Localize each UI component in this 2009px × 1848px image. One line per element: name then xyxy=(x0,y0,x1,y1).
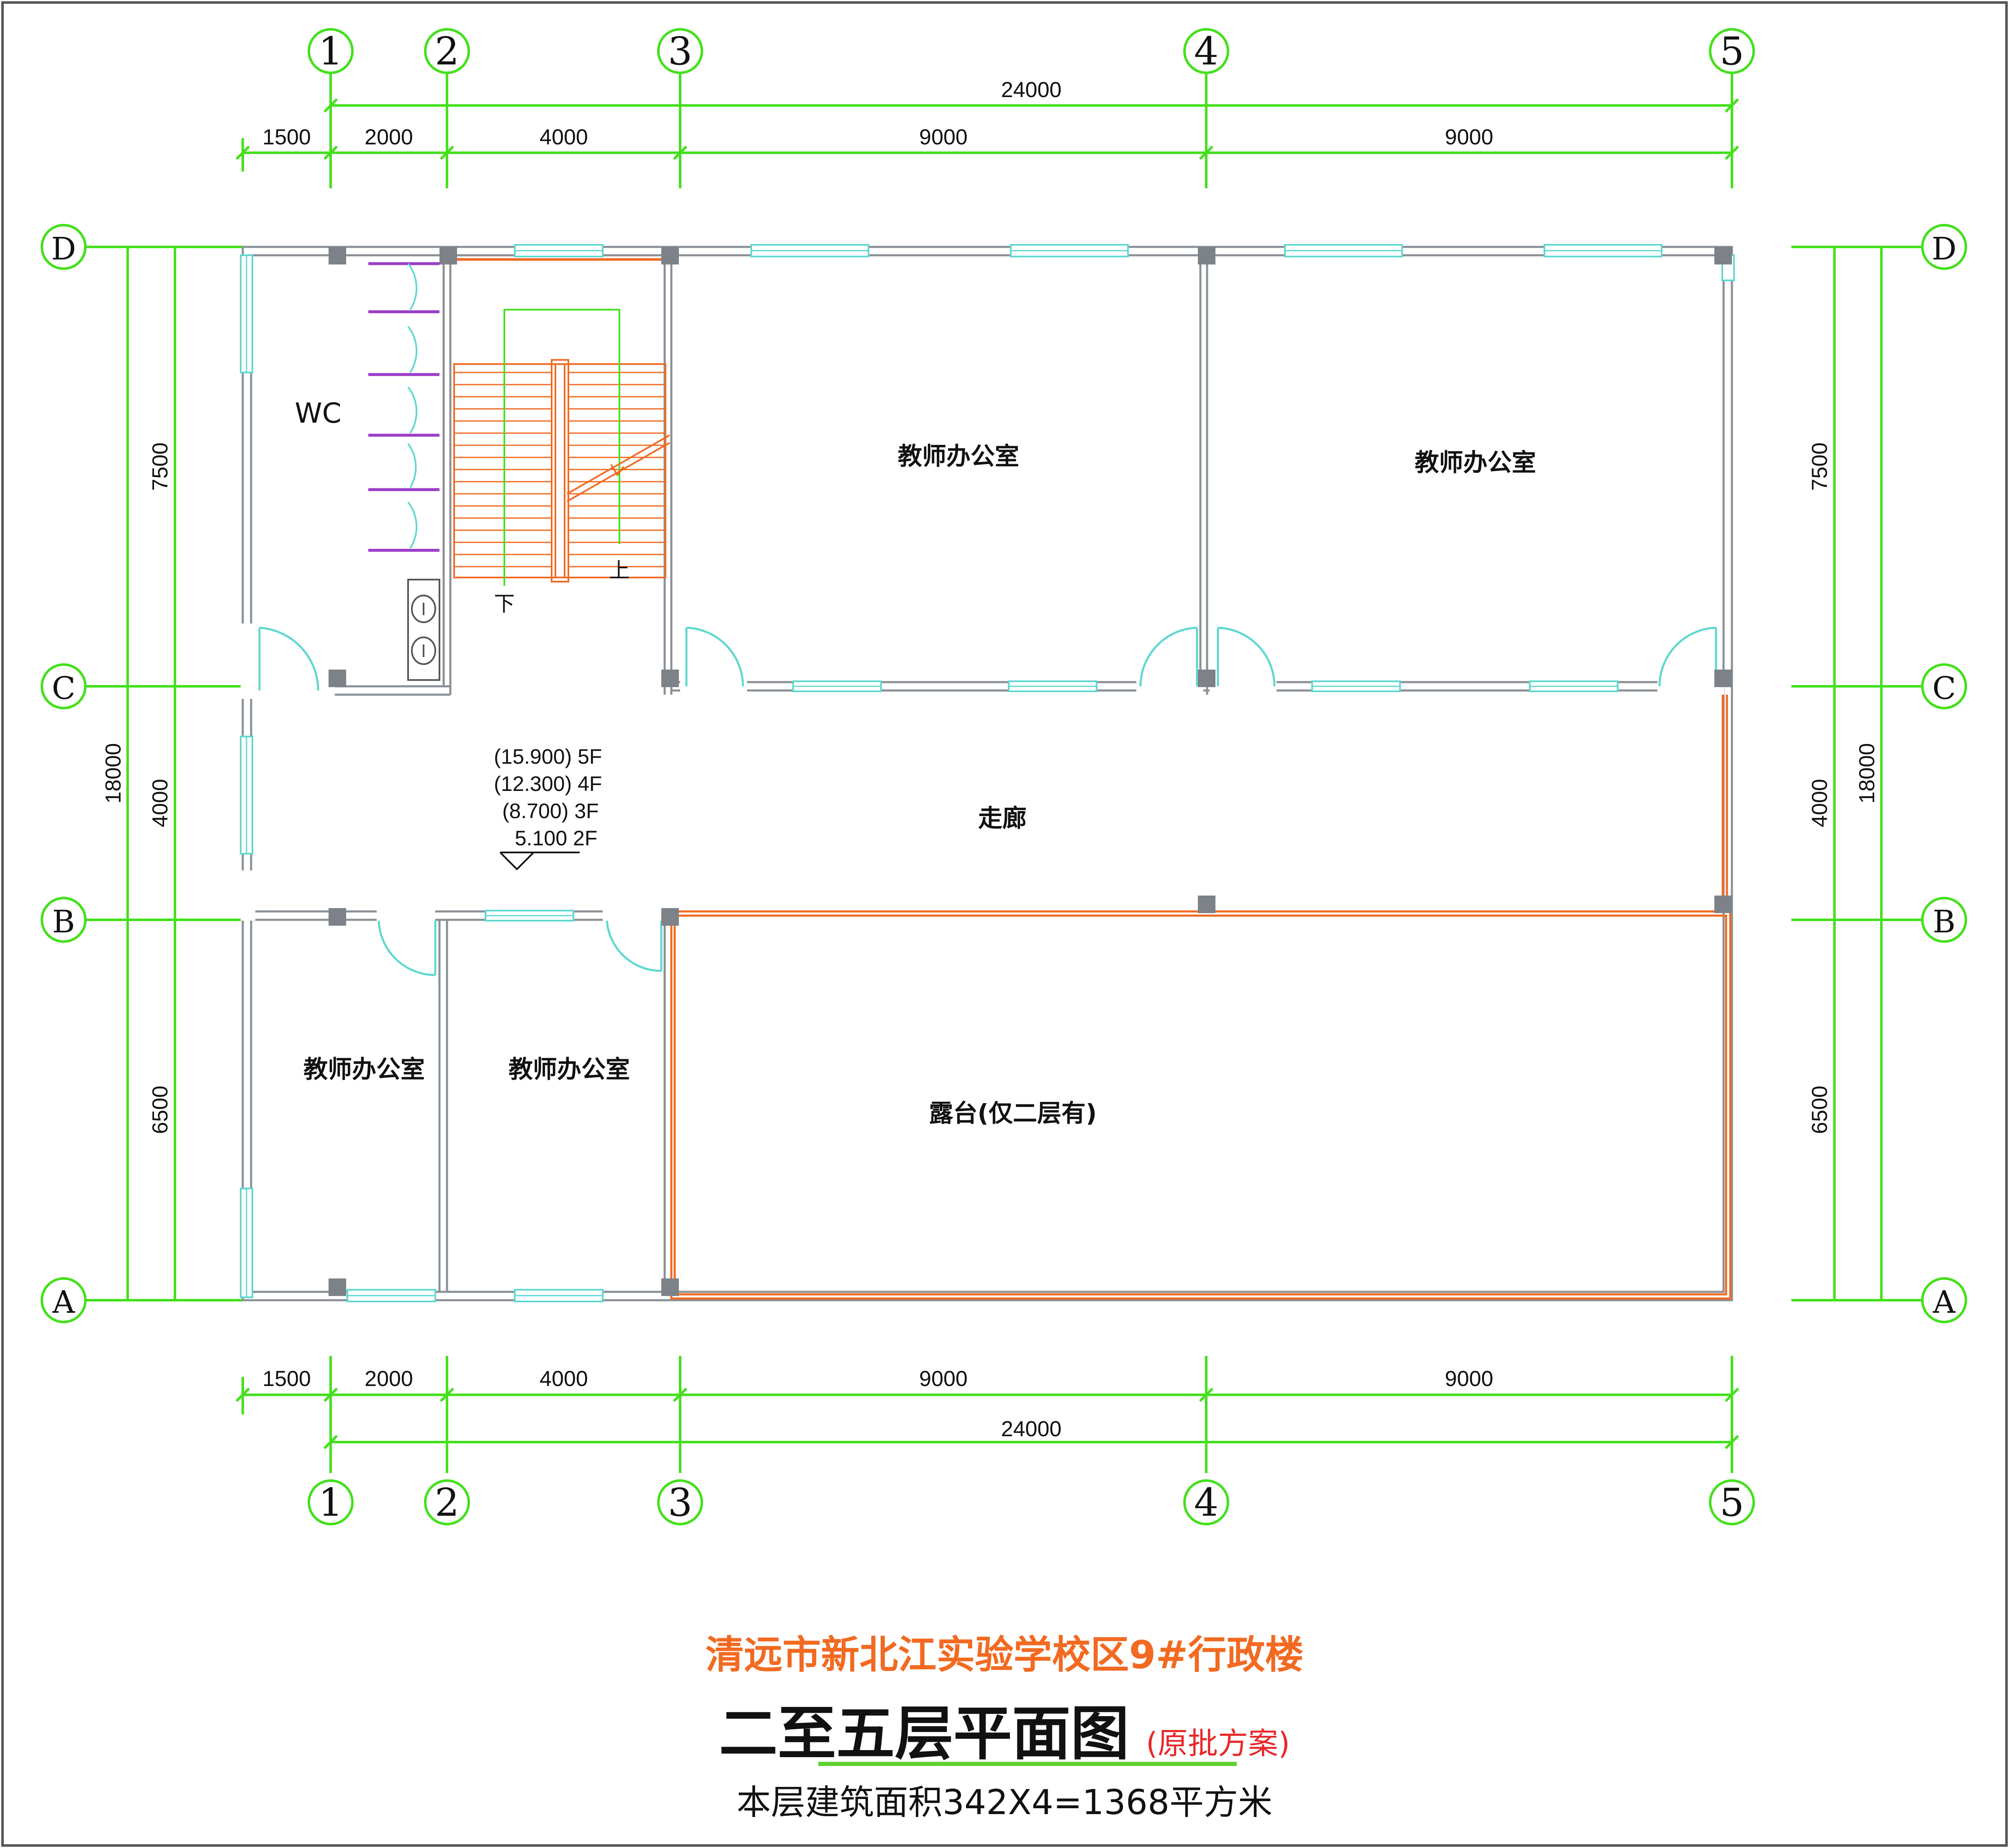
window-mullions xyxy=(246,250,1662,1297)
axis-label-B-left: B xyxy=(52,904,75,940)
dim-bottom-1: 1500 xyxy=(262,1367,311,1391)
dim-top-5: 9000 xyxy=(1445,125,1493,149)
dim-top-3: 4000 xyxy=(540,125,588,149)
axis-label-C-right: C xyxy=(1932,670,1956,706)
level-5f: (15.900) 5F xyxy=(494,745,602,768)
stair-up-label: 上 xyxy=(609,559,630,582)
room-label-wc: WC xyxy=(295,397,341,429)
axis-label-5-top: 5 xyxy=(1720,29,1744,74)
terrace-rail xyxy=(670,695,1732,1300)
level-3f: (8.700) 3F xyxy=(502,799,599,823)
project-title: 清远市新北江实验学校区9#行政楼 xyxy=(705,1632,1304,1677)
room-label-office-bottom-2: 教师办公室 xyxy=(509,1055,630,1083)
dim-left-total: 18000 xyxy=(101,743,126,804)
title-underline xyxy=(818,1762,1237,1766)
room-label-office-top-left: 教师办公室 xyxy=(898,442,1019,470)
dimension-ticks xyxy=(235,98,1739,1450)
drawing-title-text: 二至五层平面图 xyxy=(719,1700,1129,1768)
axis-label-2-top: 2 xyxy=(435,29,460,74)
room-label-terrace: 露台(仅二层有) xyxy=(929,1099,1097,1127)
axis-label-B-right: B xyxy=(1933,904,1955,940)
dim-bottom-4: 9000 xyxy=(919,1367,968,1391)
stair-arrows xyxy=(504,309,620,586)
axis-label-4-top: 4 xyxy=(1194,29,1219,74)
dim-bottom-total: 24000 xyxy=(1001,1417,1062,1441)
stair-break-mark xyxy=(610,464,624,477)
dim-left-2: 4000 xyxy=(148,779,172,827)
room-label-office-bottom-1: 教师办公室 xyxy=(303,1055,425,1083)
stair xyxy=(450,258,666,583)
door-swings xyxy=(258,626,1717,976)
level-marks: (15.900) 5F (12.300) 4F (8.700) 3F 5.100… xyxy=(494,745,602,870)
axis-label-A-right: A xyxy=(1932,1284,1956,1320)
wc-sinks xyxy=(407,579,440,681)
dim-top-1: 1500 xyxy=(262,125,311,149)
dim-right-3: 6500 xyxy=(1808,1086,1832,1134)
dim-left-1: 7500 xyxy=(148,442,172,491)
axis-label-3-bottom: 3 xyxy=(668,1480,693,1525)
axis-label-5-bottom: 5 xyxy=(1720,1480,1744,1525)
dim-right-total: 18000 xyxy=(1855,743,1879,804)
room-label-office-top-right: 教师办公室 xyxy=(1415,448,1536,477)
axis-label-1-bottom: 1 xyxy=(319,1480,343,1525)
axis-label-D-right: D xyxy=(1932,231,1956,267)
walls xyxy=(241,246,1733,1301)
structural-columns xyxy=(329,247,1732,1296)
axis-label-3-top: 3 xyxy=(668,29,693,74)
axis-label-2-bottom: 2 xyxy=(435,1480,460,1525)
dim-top-total: 24000 xyxy=(1001,78,1062,102)
axis-label-A-left: A xyxy=(52,1284,75,1320)
level-4f: (12.300) 4F xyxy=(494,772,602,796)
dim-top-4: 9000 xyxy=(919,125,968,149)
room-label-corridor: 走廊 xyxy=(978,804,1027,832)
dim-top-2: 2000 xyxy=(365,125,413,149)
dim-bottom-2: 2000 xyxy=(365,1367,413,1391)
axis-bubbles xyxy=(41,28,1967,1525)
stair-down-label: 下 xyxy=(494,592,515,616)
dimension-lines xyxy=(84,71,1925,1473)
dim-left-3: 6500 xyxy=(148,1086,172,1134)
axis-label-1-top: 1 xyxy=(319,29,343,74)
stair-break-line-2 xyxy=(567,442,670,502)
wc-stall-doors xyxy=(407,263,418,549)
windows xyxy=(240,244,1735,1302)
dim-bottom-3: 4000 xyxy=(540,1367,588,1391)
axis-label-D-left: D xyxy=(51,231,76,267)
wc-partitions xyxy=(368,262,439,552)
drawing-title: 二至五层平面图 (原批方案) xyxy=(0,1686,2009,1771)
dim-bottom-5: 9000 xyxy=(1445,1367,1493,1391)
dim-right-1: 7500 xyxy=(1808,442,1832,491)
door-gaps xyxy=(241,624,1724,925)
dim-right-2: 4000 xyxy=(1808,779,1832,827)
stair-treads xyxy=(454,372,665,567)
axis-label-4-bottom: 4 xyxy=(1194,1480,1219,1525)
level-2f: 5.100 2F xyxy=(515,826,597,850)
stair-break-line xyxy=(567,434,670,495)
area-note: 本层建筑面积342X4=1368平方米 xyxy=(736,1783,1273,1822)
level-triangle-mark xyxy=(499,852,580,870)
drawing-note: (原批方案) xyxy=(1146,1726,1290,1761)
axis-label-C-left: C xyxy=(52,670,76,706)
